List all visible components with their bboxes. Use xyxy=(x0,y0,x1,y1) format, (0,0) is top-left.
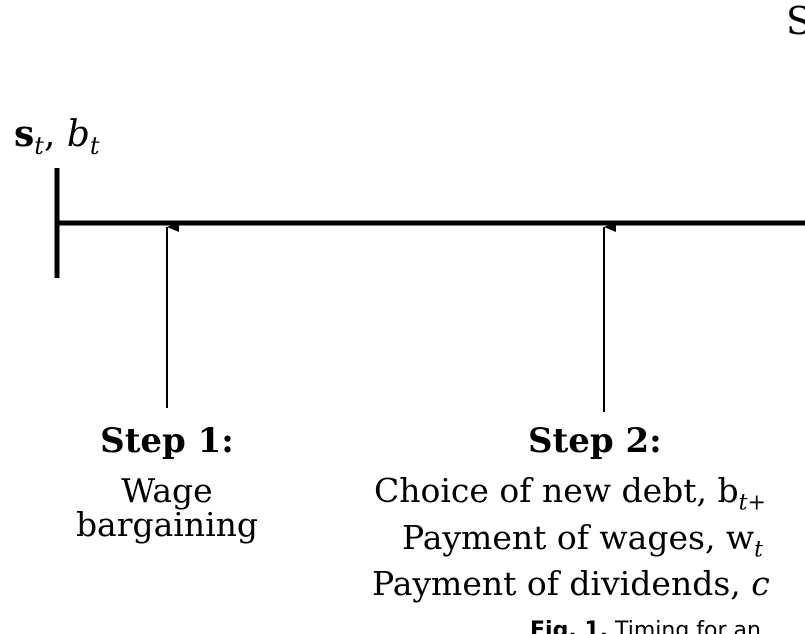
step1-block: Step 1: Wage bargaining xyxy=(36,424,298,542)
step2-line-1: Choice of new debt, bt+ xyxy=(374,474,805,521)
step2-line-3-tail: c xyxy=(751,564,770,604)
step1-title: Step 1: xyxy=(100,421,234,461)
step2-line-3: Payment of dividends, c xyxy=(372,567,805,601)
step2-title: Step 2: xyxy=(528,421,662,461)
state-variables-label: st, bt xyxy=(14,116,100,158)
step2-line-2-subscript: t xyxy=(754,537,764,563)
step2-line-3-text: Payment of dividends, xyxy=(372,564,752,604)
state-separator: , xyxy=(43,114,67,155)
step2-line-1-subscript: t+ xyxy=(738,490,766,516)
step2-line-2: Payment of wages, wt xyxy=(402,517,805,568)
figure-caption: Fig. 1. Timing for an xyxy=(530,620,761,634)
step2-line-1-text: Choice of new debt, b xyxy=(374,471,739,510)
figure-label: Fig. 1. xyxy=(530,618,608,634)
step1-line-1: Wage xyxy=(121,471,213,510)
caption-text: Timing for an xyxy=(608,618,761,634)
state-b-subscript: t xyxy=(89,132,100,160)
step1-line-2: bargaining xyxy=(75,505,259,544)
state-s: s xyxy=(14,113,35,155)
cut-off-heading-letter: S xyxy=(786,0,805,43)
step2-line-2-text: Payment of wages, w xyxy=(402,517,755,557)
step2-block: Step 2: Choice of new debt, bt+ Payment … xyxy=(372,424,805,601)
state-s-subscript: t xyxy=(34,132,44,160)
state-b: b xyxy=(66,114,90,155)
